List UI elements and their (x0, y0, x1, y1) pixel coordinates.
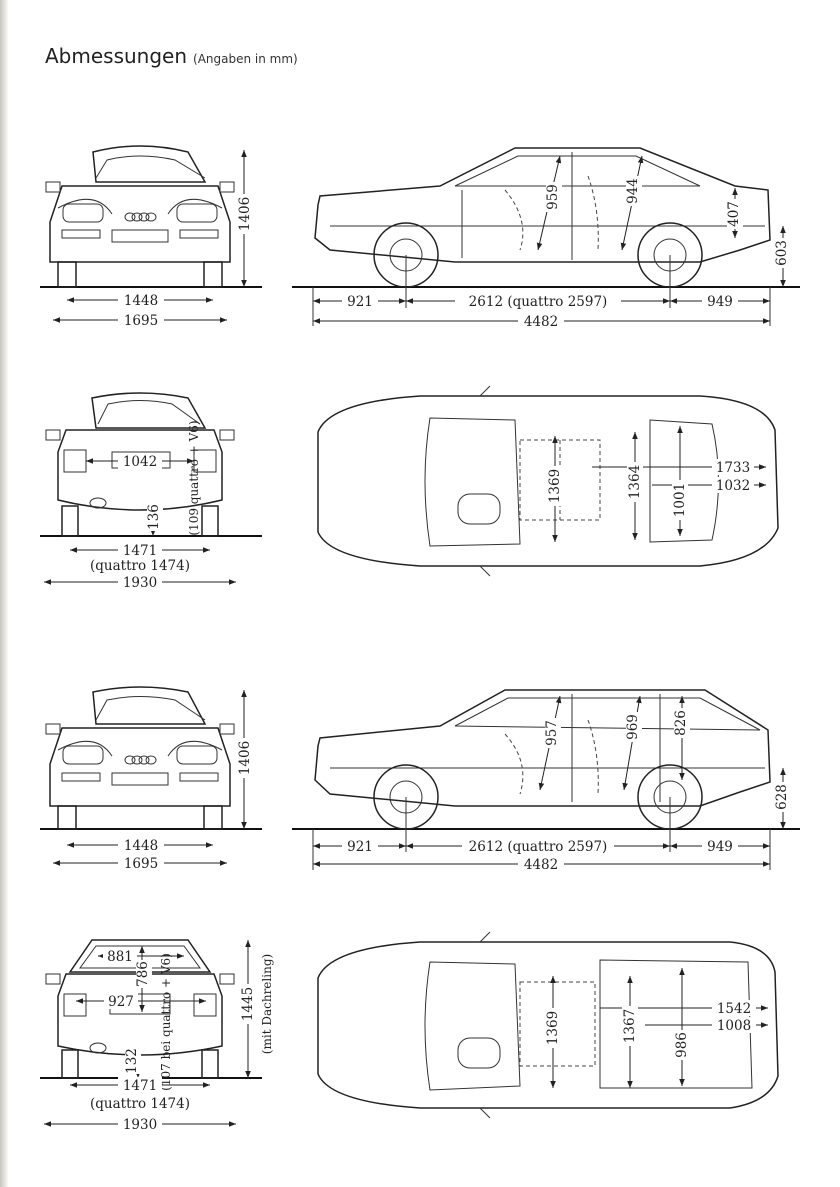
sedan-front-view (40, 145, 262, 288)
sedan-trunk-width: 1042 (123, 454, 157, 470)
avant-wheelbase: 2612 (quattro 2597) (469, 839, 608, 855)
avant-rear-track-note: (quattro 1474) (90, 1096, 190, 1112)
avant-side-view (292, 689, 800, 870)
scan-edge (0, 0, 8, 1187)
avant-shoulder-rear: 1367 (622, 1009, 638, 1043)
avant-front-overhang: 921 (347, 839, 373, 855)
sedan-shoulder-rear: 1364 (627, 465, 643, 499)
avant-top-view (317, 931, 779, 1119)
title-main: Abmessungen (45, 44, 188, 68)
avant-length: 4482 (524, 857, 558, 873)
sedan-trunk-height: 407 (726, 201, 742, 227)
avant-front-height: 1406 (237, 741, 253, 775)
page-title: Abmessungen (Angaben in mm) (45, 44, 298, 68)
sedan-loading-sill: 603 (774, 240, 790, 266)
avant-ground-clearance-note: (107 bei quattro + V6) (159, 953, 173, 1091)
sedan-rear-track: 1471 (123, 543, 157, 559)
avant-headroom-rear: 969 (625, 714, 641, 740)
sedan-width-mirrors: 1930 (123, 575, 157, 591)
avant-loading-sill: 628 (774, 784, 790, 810)
sedan-wheelbase: 2612 (quattro 2597) (469, 294, 608, 310)
sedan-rear-track-note: (quattro 1474) (90, 558, 190, 574)
sedan-headroom-rear: 944 (625, 178, 641, 204)
avant-shoulder-front: 1369 (545, 1011, 561, 1045)
sedan-trunk-depth: 1001 (672, 483, 688, 517)
avant-front-view (40, 686, 262, 830)
sedan-length: 4482 (524, 314, 558, 330)
avant-opening-height: 786 (135, 961, 151, 987)
title-subtitle: (Angaben in mm) (193, 52, 298, 66)
avant-cargo-height: 826 (673, 710, 689, 736)
avant-opening-width: 927 (108, 994, 134, 1010)
sedan-ground-clearance: 136 (146, 504, 162, 530)
sedan-trunk-length: 1032 (716, 478, 750, 494)
sedan-front-width-inner: 1448 (124, 293, 158, 309)
sedan-rear-view (40, 392, 262, 585)
avant-cargo-width: 986 (674, 1032, 690, 1058)
avant-opening-top: 881 (107, 949, 133, 965)
avant-cargo-length-short: 1008 (717, 1018, 751, 1034)
avant-width-mirrors: 1930 (123, 1117, 157, 1133)
sedan-ground-clearance-note: (109 quattro + V6) (187, 420, 201, 535)
sedan-interior-length: 1733 (716, 460, 750, 476)
avant-rear-track: 1471 (123, 1078, 157, 1094)
avant-height-roofrail: 1445 (240, 987, 256, 1021)
avant-ground-clearance: 132 (124, 1048, 140, 1074)
avant-front-width-outer: 1695 (124, 856, 158, 872)
sedan-front-width-outer: 1695 (124, 313, 158, 329)
sedan-headroom-front: 959 (545, 184, 561, 210)
sedan-shoulder-front: 1369 (547, 469, 563, 503)
avant-front-width-inner: 1448 (124, 838, 158, 854)
sedan-front-overhang: 921 (347, 294, 373, 310)
sedan-front-height: 1406 (237, 197, 253, 231)
sedan-rear-overhang: 949 (707, 294, 733, 310)
avant-rear-overhang: 949 (707, 839, 733, 855)
avant-height-roofrail-note: (mit Dachreling) (260, 954, 274, 1054)
avant-cargo-length: 1542 (717, 1001, 751, 1017)
avant-headroom-front: 957 (544, 720, 560, 746)
